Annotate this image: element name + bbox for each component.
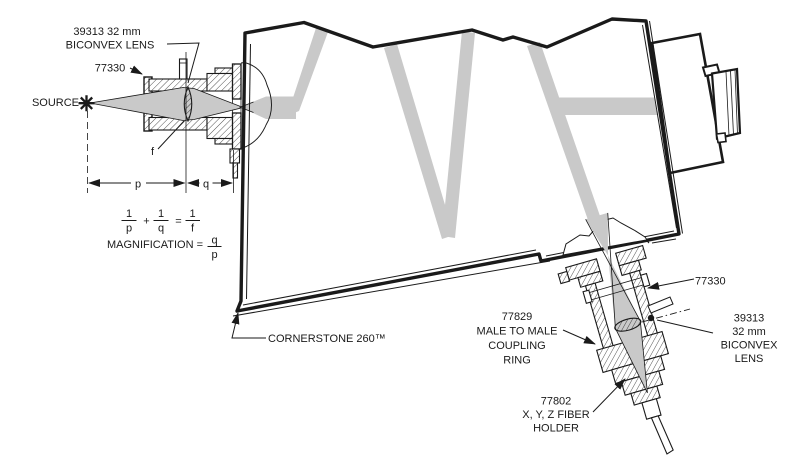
coupling-label-line3: COUPLING (488, 340, 545, 352)
beam-entrance-band (240, 96, 296, 119)
right-lens-label-line3: BICONVEX (721, 340, 779, 352)
beam-path-internal (240, 28, 657, 239)
entrance-flange-bottom-step (214, 137, 234, 145)
fiber-holder-label: 77802 X, Y, Z FIBER HOLDER (522, 396, 590, 435)
entrance-lens-assembly (89, 58, 272, 179)
eq-den3: f (191, 223, 195, 235)
eq-den2: q (158, 223, 164, 235)
magnification-label: MAGNIFICATION = (107, 239, 203, 251)
eq-plus: + (143, 216, 149, 228)
leader-cornerstone (231, 312, 266, 339)
exit-beam-upper-cone (585, 212, 608, 256)
entrance-flange-top-block (206, 72, 234, 92)
labels: SOURCE 39313 32 mm BICONVEX LENS 77330 f… (32, 26, 778, 435)
right-lens-label-line2: 32 mm (732, 326, 766, 338)
housing-inner-line-right (642, 24, 677, 229)
source-beam-cone (89, 87, 241, 121)
left-lens-label-line2: BICONVEX LENS (66, 40, 155, 52)
source-star-icon (78, 95, 95, 112)
right-lens-label-line4: LENS (735, 353, 764, 365)
leader-coupling-ring (562, 329, 596, 345)
left-tube-label: 77330 (95, 63, 126, 75)
side-port-bottom-step (715, 132, 727, 144)
source-label: SOURCE (32, 97, 79, 109)
leader-fiber-holder (592, 378, 626, 413)
dimension-lines (87, 52, 234, 193)
exit-side-screw (647, 296, 674, 314)
mag-num: q (211, 235, 217, 247)
beam-v-left-arm (384, 44, 454, 239)
coupling-label-line4: RING (503, 355, 531, 367)
exit-flange-pin (557, 270, 571, 285)
right-tube-label: 77330 (695, 276, 726, 288)
eq-num2: 1 (158, 208, 164, 220)
lens-equation: 1 p + 1 q = 1 f (121, 208, 200, 235)
exit-ring-lug-left (582, 289, 593, 305)
eq-den1: p (126, 223, 132, 235)
fiber-cable (650, 415, 674, 455)
housing-outer-line-right (649, 20, 683, 234)
leader-focal (157, 120, 185, 150)
mag-den: p (211, 249, 217, 261)
leader-right-lens (656, 319, 714, 334)
dim-p-label: p (135, 179, 141, 191)
entrance-flange-bottom-block (206, 116, 234, 140)
magnification-equation: MAGNIFICATION = q p (107, 235, 222, 261)
entrance-flange-step (214, 67, 234, 75)
housing-base-line (232, 238, 677, 317)
focal-length-label: f (151, 146, 155, 158)
instrument-label: CORNERSTONE 260™ (268, 333, 386, 345)
beam-exit-diagonal (527, 42, 600, 220)
side-exit-port-assembly (650, 32, 742, 175)
exit-flange-bore-lines (596, 253, 623, 282)
coupling-label-line1: 77829 (502, 311, 533, 323)
eq-equals: = (175, 216, 181, 228)
coupling-ring-label: 77829 MALE TO MALE COUPLING RING (477, 311, 558, 367)
right-lens-label: 39313 32 mm BICONVEX LENS (721, 313, 779, 366)
entrance-mount-stud (229, 148, 241, 164)
leader-right-77330 (647, 278, 695, 290)
lens-center-dashline (641, 308, 691, 323)
entrance-dome-cover (240, 62, 272, 149)
beam-side-exit-band (552, 97, 657, 115)
exit-biconvex-lens (614, 317, 642, 332)
coupling-label-line2: MALE TO MALE (477, 326, 558, 338)
beam-riser-band (287, 28, 328, 116)
housing-outline (235, 17, 681, 313)
leader-left-77330 (129, 65, 143, 75)
fiber-label-line2: X, Y, Z FIBER (522, 409, 590, 421)
fiber-label-line1: 77802 (541, 396, 572, 408)
left-lens-label-line1: 39313 32 mm (73, 26, 140, 38)
entrance-wall-plate-bottom (231, 112, 242, 150)
leader-left-lens (166, 42, 200, 84)
exit-ring-lines (589, 277, 644, 301)
entrance-thumbscrew (178, 58, 188, 80)
entrance-mount-pin (232, 162, 239, 179)
leader-lines (129, 42, 714, 413)
eq-num1: 1 (126, 208, 132, 220)
side-port-cap-ribs (725, 69, 738, 137)
slit-crossing-lines (239, 101, 254, 113)
dim-q-label: q (203, 179, 209, 191)
entrance-wall-plate-top (231, 63, 242, 100)
housing-inner-line-left (246, 43, 251, 300)
lens-pointer-dot (647, 314, 655, 322)
beam-v-right-arm (442, 31, 475, 238)
exit-fiber-assembly (557, 212, 674, 455)
right-lens-label-line1: 39313 (734, 313, 765, 325)
fiber-label-line3: HOLDER (533, 423, 579, 435)
eq-num3: 1 (189, 208, 195, 220)
